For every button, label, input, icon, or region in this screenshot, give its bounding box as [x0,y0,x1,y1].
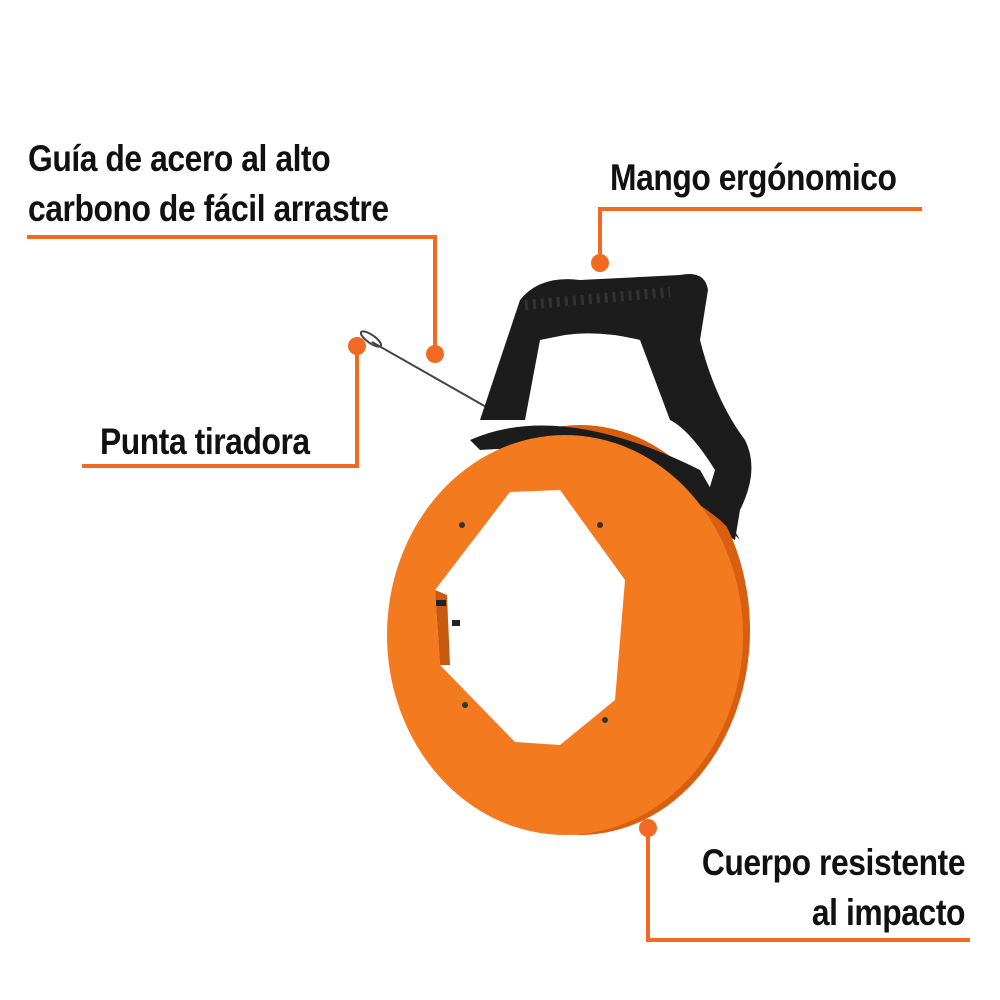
body-callout-dot [639,819,657,837]
handle [480,274,752,540]
body-label-line1: Cuerpo resistente [701,842,966,883]
guide-callout-dot [426,345,444,363]
tip-callout-dot [348,337,366,355]
tip-label: Punta tiradora [100,421,310,462]
guide-label-line1: Guía de acero al alto [28,138,331,179]
body-callout-line [646,828,970,942]
handle-callout-line [598,207,922,263]
handle-label: Mango ergónomico [610,157,897,198]
guide-label-line2: carbono de fácil arrastre [28,188,389,229]
body-label-line2: al impacto [811,892,966,933]
handle-callout-dot [591,254,609,272]
guide-callout-line [27,235,437,354]
reel-body [387,425,750,835]
tip-callout-line [82,346,359,468]
pulling-tip [359,330,489,409]
